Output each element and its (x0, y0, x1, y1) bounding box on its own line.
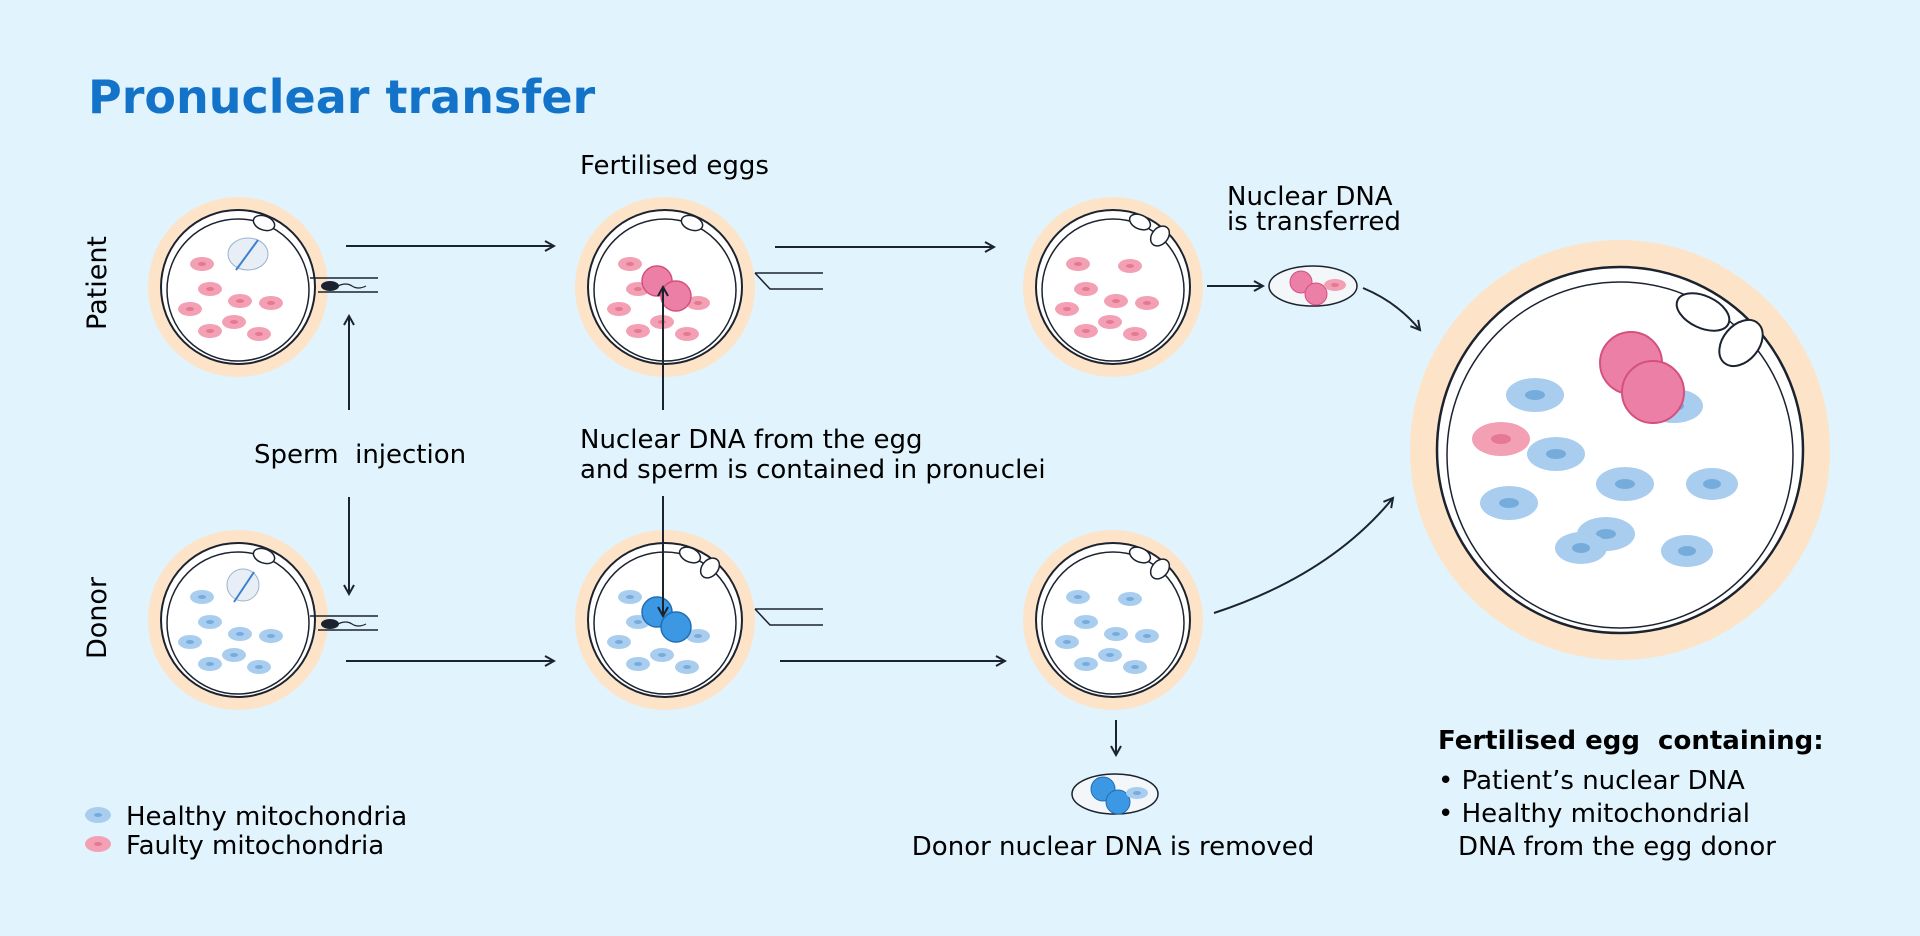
healthy-mitochondria-cluster (1055, 590, 1159, 674)
result-bullet-mitochondrial-dna-line2: DNA from the egg donor (1458, 832, 1776, 862)
faulty-mitochondria-cluster (607, 257, 710, 341)
patient-egg-enucleated (1023, 197, 1203, 377)
healthy-mitochondria-cluster (607, 590, 710, 674)
arrow-to-result-from-donor (1213, 498, 1393, 614)
legend-item-faulty: Faulty mitochondria (85, 831, 384, 861)
row-label-donor: Donor (82, 576, 113, 659)
donor-egg-unfertilised (148, 530, 378, 710)
result-heading: Fertilised egg containing: (1438, 726, 1824, 756)
sperm-injection-needle-icon (310, 277, 378, 293)
pipette-icon (754, 608, 823, 626)
result-bullet-nuclear-dna: • Patient’s nuclear DNA (1438, 766, 1745, 796)
faulty-mitochondria-cluster (1055, 257, 1159, 341)
spindle-icon (227, 237, 269, 271)
faulty-mitochondria-cluster (178, 257, 283, 341)
donor-egg-enucleated (1023, 530, 1203, 710)
result-fertilised-egg (1410, 240, 1830, 660)
patient-egg-unfertilised (148, 197, 378, 377)
label-pronuclei-line1: Nuclear DNA from the egg (580, 425, 923, 455)
legend-item-healthy: Healthy mitochondria (85, 802, 407, 832)
arrow-to-result-from-patient (1362, 287, 1420, 330)
legend-label-healthy: Healthy mitochondria (126, 802, 407, 832)
legend: Healthy mitochondria Faulty mitochondria (85, 802, 407, 861)
label-pronuclei-line2: and sperm is contained in pronuclei (580, 455, 1046, 485)
patient-egg-fertilised (575, 197, 755, 377)
page-title: Pronuclear transfer (88, 70, 596, 124)
result-description: Fertilised egg containing: • Patient’s n… (1438, 726, 1824, 862)
label-sperm-injection: Sperm injection (254, 440, 466, 470)
sperm-injection-needle-icon (310, 615, 378, 631)
result-bullet-mitochondrial-dna-line1: • Healthy mitochondrial (1438, 799, 1750, 829)
label-transferred-line2: is transferred (1227, 207, 1401, 237)
label-transferred-line1: Nuclear DNA (1227, 182, 1393, 212)
process-arrows (346, 246, 1420, 755)
extracted-patient-pronuclei (1268, 265, 1358, 307)
healthy-mitochondria-cluster (178, 590, 283, 674)
row-label-patient: Patient (82, 236, 113, 330)
pipette-icon (754, 272, 823, 290)
transferred-patient-pronuclei (1599, 331, 1685, 424)
label-fertilised-eggs: Fertilised eggs (580, 151, 769, 181)
spindle-icon (226, 568, 260, 603)
label-donor-dna-removed: Donor nuclear DNA is removed (912, 832, 1314, 862)
faulty-mitochondria-cluster (1472, 422, 1530, 456)
legend-label-faulty: Faulty mitochondria (126, 831, 384, 861)
removed-donor-pronuclei (1071, 773, 1159, 815)
donor-egg-fertilised (575, 530, 755, 710)
donor-pronuclei (641, 596, 692, 643)
